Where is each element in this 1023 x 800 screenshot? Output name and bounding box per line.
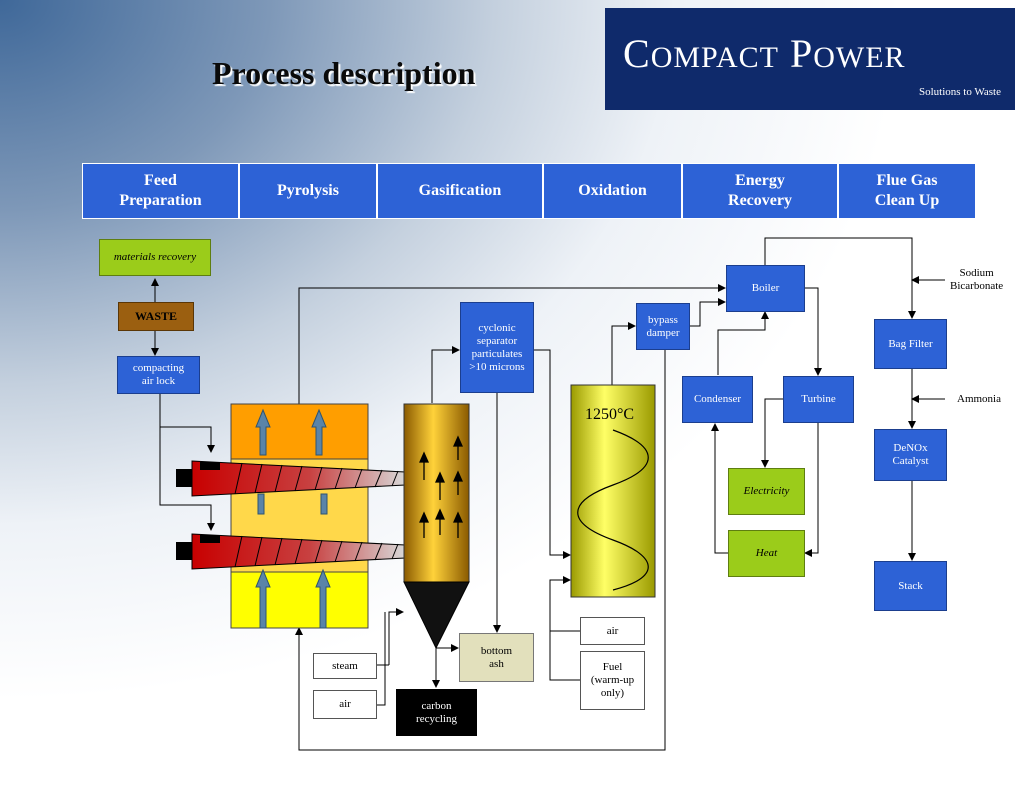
logo-name: COMPACT POWER	[623, 31, 906, 76]
turbine-box: Turbine	[783, 376, 854, 423]
retort-lower	[230, 571, 369, 629]
arrow-heat-to-condenser	[711, 423, 728, 554]
arrow-cyclone-to-oxidizer	[534, 349, 571, 559]
air-left-box: air	[313, 690, 377, 719]
gasifier-vessel	[403, 403, 470, 583]
arrow-airlock-screw2	[159, 427, 215, 531]
retort-heat-arrows	[255, 408, 331, 629]
compact-power-logo: COMPACT POWER Solutions to Waste	[605, 8, 1015, 110]
oxidizer-vessel	[570, 384, 656, 598]
arrow-recycle-loop	[295, 350, 666, 751]
cyclonic-separator-box: cyclonic separator particulates >10 micr…	[460, 302, 534, 393]
arrow-boiler-to-turbine	[805, 287, 822, 376]
oxidizer-temperature: 1250°C	[585, 406, 635, 423]
compacting-air-lock-box: compacting air lock	[117, 356, 200, 394]
arrow-turbine-to-heat	[804, 422, 819, 557]
condenser-box: Condenser	[682, 376, 753, 423]
oxidizer-swirl	[577, 429, 649, 591]
electricity-box: Electricity	[728, 468, 805, 515]
arrow-steam-to-gasifier	[388, 608, 404, 665]
denox-catalyst-box: DeNOx Catalyst	[874, 429, 947, 481]
gasifier-cone	[403, 581, 470, 650]
arrow-bypass-to-boiler	[690, 298, 726, 327]
retort-upper	[230, 403, 369, 460]
ammonia-label: Ammonia	[957, 393, 1001, 405]
bottom-ash-box: bottom ash	[459, 633, 534, 682]
page-title: Process description	[212, 55, 476, 91]
arrow-pyrolysis-to-boiler	[298, 284, 726, 404]
screw1-motor	[176, 469, 194, 487]
steam-box: steam	[313, 653, 377, 679]
arrow-gasifier-to-cyclone	[431, 346, 460, 403]
stage-oxidation: Oxidation	[543, 163, 682, 219]
carbon-recycling-box: carbon recycling	[396, 689, 477, 736]
boiler-box: Boiler	[726, 265, 805, 312]
bypass-damper-box: bypass damper	[636, 303, 690, 350]
arrow-airlock-screw1	[159, 393, 215, 453]
sodium-bicarbonate-label: Sodium Bicarbonate	[950, 267, 1004, 292]
materials-recovery-box: materials recovery	[99, 239, 211, 276]
arrow-condenser-to-boiler	[717, 311, 769, 375]
arrow-turbine-to-electricity	[761, 398, 783, 468]
stage-pyrolysis: Pyrolysis	[239, 163, 377, 219]
gasifier-flow-arrows	[418, 435, 464, 538]
screw2-motor	[176, 542, 194, 560]
heat-box: Heat	[728, 530, 805, 577]
fuel-box: Fuel (warm-up only)	[580, 651, 645, 710]
stage-feed-preparation: Feed Preparation	[82, 163, 239, 219]
stage-gasification: Gasification	[377, 163, 543, 219]
stage-flue-gas-clean-up: Flue Gas Clean Up	[838, 163, 976, 219]
bag-filter-box: Bag Filter	[874, 319, 947, 369]
stack-box: Stack	[874, 561, 947, 611]
arrow-air-to-oxidizer	[549, 576, 580, 632]
waste-box: WASTE	[118, 302, 194, 331]
logo-tagline: Solutions to Waste	[918, 86, 1001, 98]
line-air-to-gasifier	[377, 612, 386, 706]
air-right-box: air	[580, 617, 645, 645]
stage-energy-recovery: Energy Recovery	[682, 163, 838, 219]
arrow-oxidizer-to-bypass	[611, 322, 636, 385]
